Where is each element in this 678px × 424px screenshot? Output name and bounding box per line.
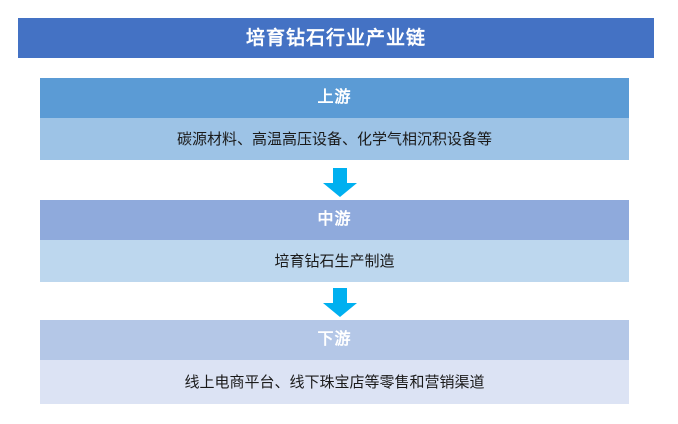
- stage-midstream: 中游 培育钻石生产制造: [40, 200, 629, 282]
- stage-upstream-body: 碳源材料、高温高压设备、化学气相沉积设备等: [40, 118, 629, 160]
- diagram-title-bar: 培育钻石行业产业链: [18, 18, 654, 58]
- stage-downstream: 下游 线上电商平台、线下珠宝店等零售和营销渠道: [40, 320, 629, 404]
- stage-downstream-body-label: 线上电商平台、线下珠宝店等零售和营销渠道: [184, 373, 485, 391]
- diagram-title: 培育钻石行业产业链: [245, 27, 426, 49]
- stage-midstream-body: 培育钻石生产制造: [40, 240, 629, 282]
- stage-upstream-header-label: 上游: [317, 89, 352, 106]
- stage-upstream-header: 上游: [40, 78, 629, 118]
- arrow-down-glyph: [323, 288, 357, 317]
- arrow-down-glyph: [323, 168, 357, 197]
- stage-midstream-header-label: 中游: [317, 211, 352, 228]
- stage-upstream: 上游 碳源材料、高温高压设备、化学气相沉积设备等: [40, 78, 629, 160]
- stage-downstream-header-label: 下游: [317, 331, 352, 348]
- stage-midstream-header: 中游: [40, 200, 629, 240]
- stage-midstream-body-label: 培育钻石生产制造: [274, 252, 395, 270]
- stage-downstream-body: 线上电商平台、线下珠宝店等零售和营销渠道: [40, 360, 629, 404]
- arrow-down-icon-upstream-to-midstream: [322, 168, 358, 198]
- arrow-down-icon-midstream-to-downstream: [322, 288, 358, 318]
- stage-upstream-body-label: 碳源材料、高温高压设备、化学气相沉积设备等: [176, 130, 492, 148]
- stage-downstream-header: 下游: [40, 320, 629, 360]
